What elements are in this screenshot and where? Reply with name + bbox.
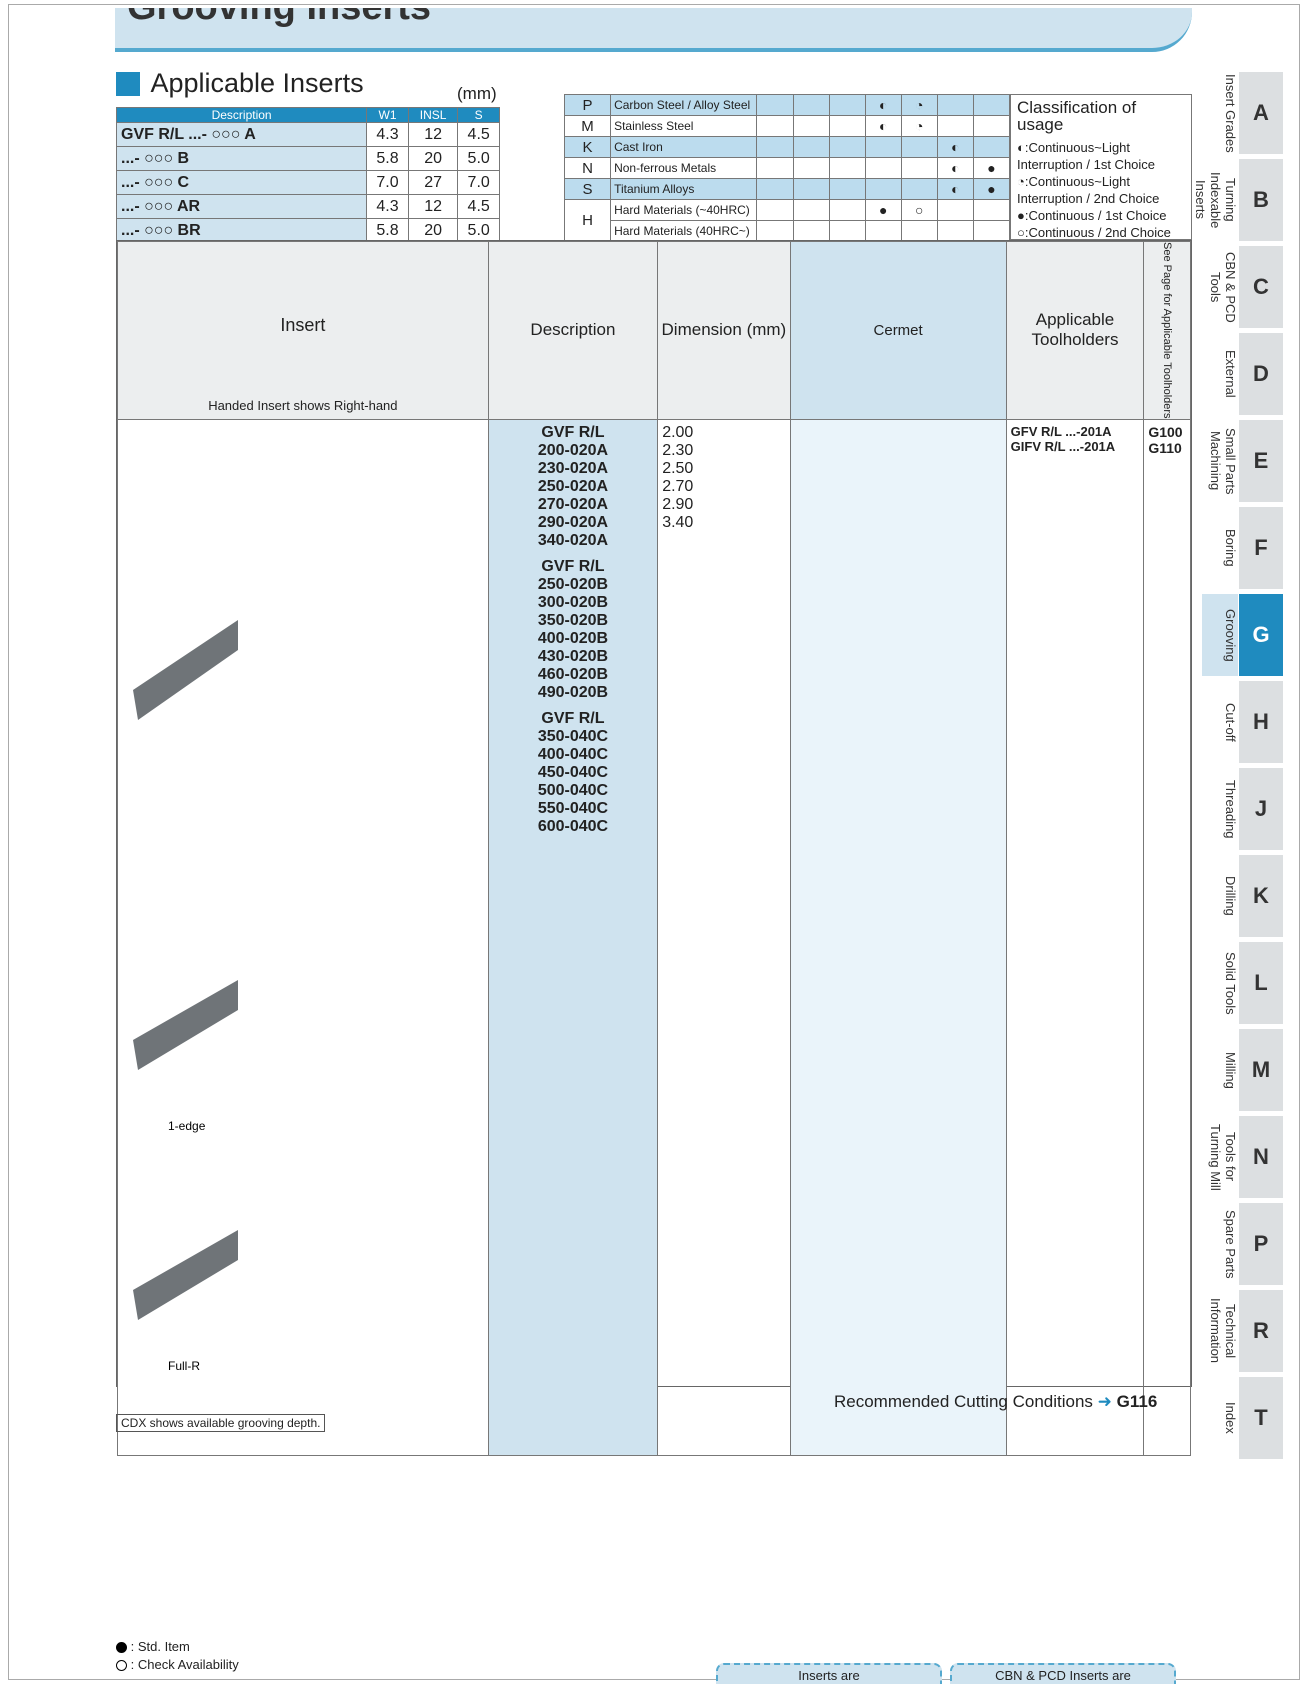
material-row: Hard Materials (40HRC~): [565, 220, 1011, 242]
row-desc: ...- ○○○ B: [115, 146, 368, 171]
cbn-pcd-button[interactable]: CBN & PCD Inserts are: [950, 1663, 1176, 1684]
section-marker: [116, 71, 140, 96]
row-insl: 12: [407, 122, 459, 147]
classification-title: Classification of usage: [1017, 98, 1137, 134]
row-s: 4.5: [457, 122, 500, 147]
classification-item: ●:Continuous / 1st Choice: [1017, 208, 1167, 223]
dimension-header: Dimension (mm): [657, 241, 791, 420]
edge-label: 1-edge: [168, 1119, 206, 1133]
page-title: Grooving Inserts: [127, 8, 431, 29]
section-heading: Applicable Inserts: [116, 68, 364, 99]
see-page-header: See Page for Applicable Toolholders: [1143, 241, 1191, 420]
dimension-col: 2.00 2.30 2.50 2.70 2.90 3.40: [657, 418, 791, 1456]
col-header: S: [457, 107, 500, 123]
row-insl: 20: [407, 218, 459, 243]
filled-dot-icon: [116, 1642, 127, 1654]
row-s: 4.5: [457, 194, 500, 219]
row-insl: 20: [407, 146, 459, 171]
col-header: Description: [115, 107, 368, 123]
row-desc: ...- ○○○ AR: [115, 194, 368, 219]
table-row: GVF R/L ...- ○○○ A 4.3 12 4.5: [115, 122, 500, 147]
insert-header: Insert Handed Insert shows Right-hand: [117, 241, 489, 420]
main-table: Insert Handed Insert shows Right-hand De…: [116, 240, 1192, 1456]
row-w1: 4.3: [366, 194, 409, 219]
description-col: GVF R/L 200-020A 230-020A 250-020A 270-0…: [487, 418, 659, 1456]
row-desc: GVF R/L ...- ○○○ A: [115, 122, 368, 147]
row-s: 5.0: [457, 218, 500, 243]
fullr-label: Full-R: [168, 1359, 200, 1373]
insert-c-image: [133, 1229, 238, 1320]
arrow-icon: ➜: [1097, 1392, 1112, 1411]
section-title: Applicable Inserts: [150, 68, 364, 98]
classification-item: ◐:Continuous~Light Interruption / 1st Ch…: [1017, 140, 1156, 172]
legend: : Std. Item : Check Availability: [116, 1638, 239, 1674]
inserts-button[interactable]: Inserts are: [716, 1663, 942, 1684]
unit-label: (mm): [457, 84, 497, 103]
table-row: ...- ○○○ BR 5.8 20 5.0: [115, 218, 500, 243]
row-desc: ...- ○○○ BR: [115, 218, 368, 243]
row-w1: 4.3: [366, 122, 409, 147]
row-s: 7.0: [457, 170, 500, 195]
insert-a-image: [133, 619, 238, 720]
grade-header: Cermet: [789, 241, 1007, 420]
row-insl: 27: [407, 170, 459, 195]
table-row: ...- ○○○ B 5.8 20 5.0: [115, 146, 500, 171]
page-col: G100 G110: [1143, 418, 1191, 1456]
page-header: Grooving Inserts: [115, 8, 1192, 52]
recommended-conditions[interactable]: Recommended Cutting Conditions ➜ G116: [834, 1392, 1158, 1411]
table-row: ...- ○○○ AR 4.3 12 4.5: [115, 194, 500, 219]
row-w1: 5.8: [366, 218, 409, 243]
row-desc: ...- ○○○ C: [115, 170, 368, 195]
row-w1: 5.8: [366, 146, 409, 171]
insert-b-image: [133, 979, 238, 1070]
col-header: W1: [366, 107, 409, 123]
row-w1: 7.0: [366, 170, 409, 195]
classification-box: Classification of usage ◐:Continuous~Lig…: [1010, 94, 1192, 240]
table-row: ...- ○○○ C 7.0 27 7.0: [115, 170, 500, 195]
row-insl: 12: [407, 194, 459, 219]
toolholders-header: Applicable Toolholders: [1005, 241, 1145, 420]
col-header: INSL: [407, 107, 459, 123]
cdx-note: CDX shows available grooving depth.: [116, 1414, 326, 1432]
hollow-dot-icon: [116, 1660, 127, 1672]
insert-drawings: 1-edge Full-R: [133, 619, 238, 1373]
row-s: 5.0: [457, 146, 500, 171]
dimension-table: Description W1 INSL S GVF R/L ...- ○○○ A…: [115, 107, 500, 243]
classification-item: ◔:Continuous~Light Interruption / 2nd Ch…: [1017, 174, 1160, 206]
toolholder-col: GFV R/L ...-201A GIFV R/L ...-201A: [1005, 418, 1145, 1456]
classification-item: ○:Continuous / 2nd Choice: [1017, 225, 1171, 240]
insert-image-cell: 1-edge Full-R: [117, 418, 489, 1456]
grade-col: [789, 418, 1007, 1456]
description-header: Description: [487, 241, 659, 420]
